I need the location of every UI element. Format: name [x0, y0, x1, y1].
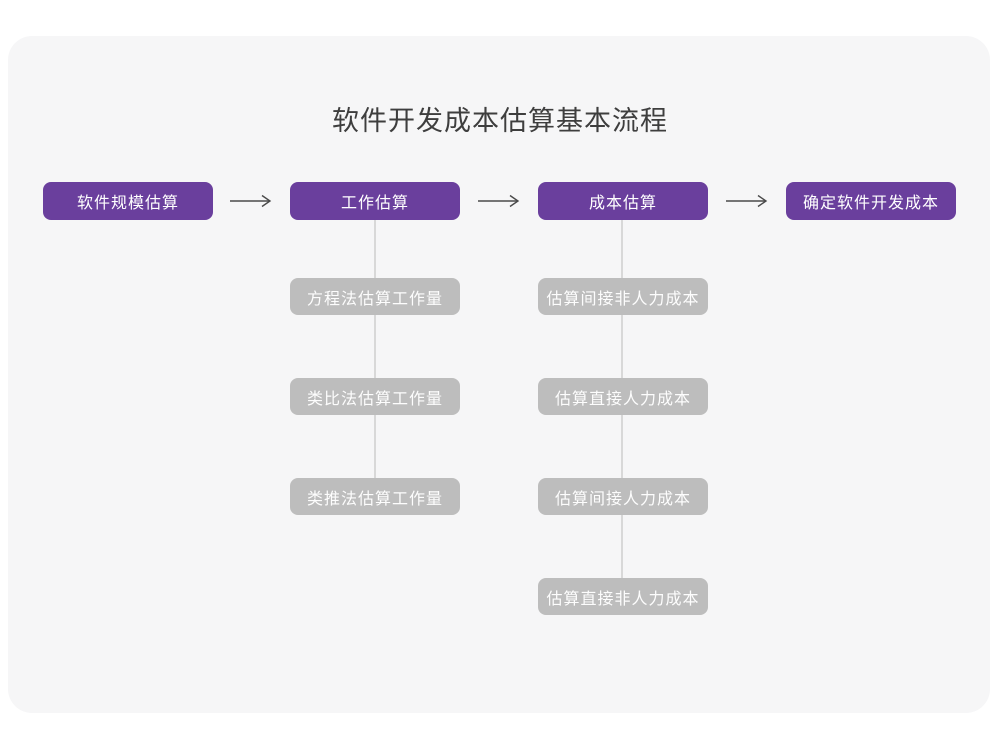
right-arrow-icon [726, 194, 768, 208]
flow-node-label: 确定软件开发成本 [802, 195, 939, 212]
flow-node-label: 估算间接人力成本 [554, 490, 691, 508]
flow-node-label: 估算直接非人力成本 [546, 590, 700, 608]
flow-node-indirect-nonlabor-cost: 估算间接非人力成本 [538, 278, 708, 315]
connector-line-work-column [374, 220, 376, 497]
flow-node-direct-labor-cost: 估算直接人力成本 [538, 378, 708, 415]
diagram-card [8, 36, 990, 713]
flow-node-software-scale-estimation: 软件规模估算 [43, 182, 213, 220]
flow-node-label: 软件规模估算 [76, 195, 179, 212]
flow-node-direct-nonlabor-cost: 估算直接非人力成本 [538, 578, 708, 615]
flow-node-label: 估算间接非人力成本 [546, 290, 700, 308]
flow-node-label: 估算直接人力成本 [554, 390, 691, 408]
flow-node-work-estimation: 工作估算 [290, 182, 460, 220]
flow-node-label: 工作估算 [340, 195, 409, 212]
flow-node-indirect-labor-cost: 估算间接人力成本 [538, 478, 708, 515]
diagram-title: 软件开发成本估算基本流程 [332, 106, 668, 136]
flow-node-determine-development-cost: 确定软件开发成本 [786, 182, 956, 220]
right-arrow-icon [230, 194, 272, 208]
flow-node-extrapolation-method: 类推法估算工作量 [290, 478, 460, 515]
flow-node-analogy-method: 类比法估算工作量 [290, 378, 460, 415]
right-arrow-icon [478, 194, 520, 208]
flow-node-label: 方程法估算工作量 [306, 290, 443, 308]
flow-node-label: 成本估算 [588, 195, 657, 212]
flow-node-cost-estimation: 成本估算 [538, 182, 708, 220]
flow-node-label: 类比法估算工作量 [306, 390, 443, 408]
flow-node-label: 类推法估算工作量 [306, 490, 443, 508]
flow-node-equation-method: 方程法估算工作量 [290, 278, 460, 315]
